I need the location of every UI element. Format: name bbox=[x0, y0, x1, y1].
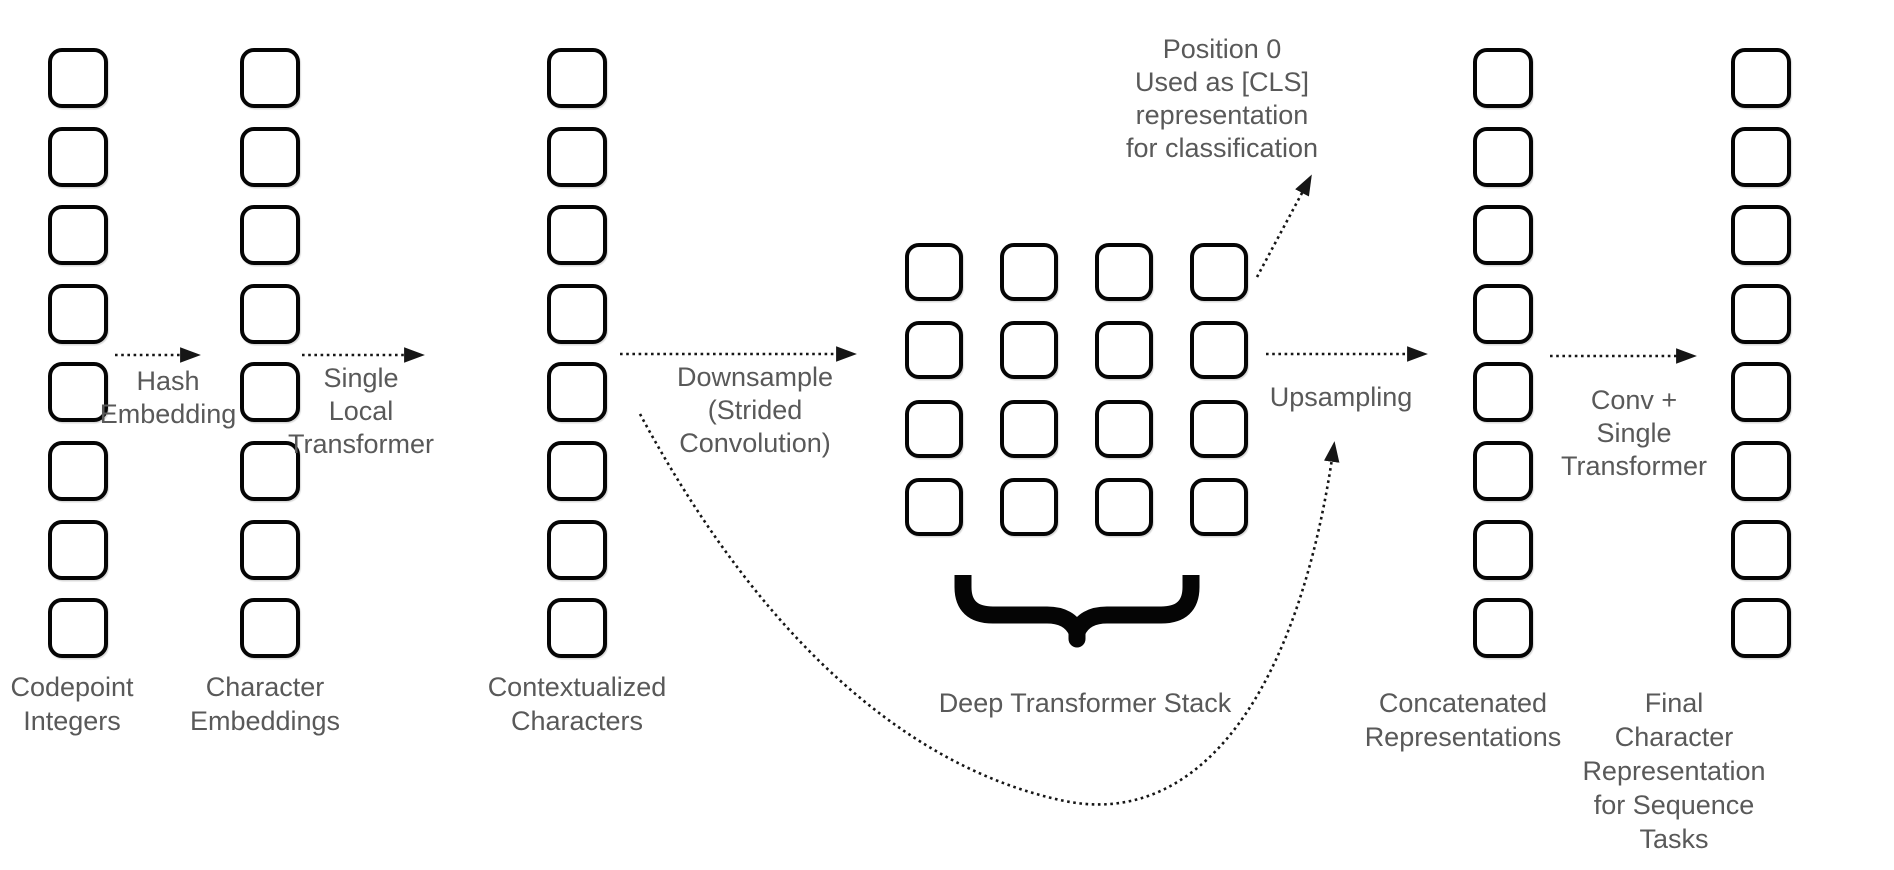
vector-box bbox=[547, 205, 607, 266]
column-concatenated-representations bbox=[1473, 48, 1533, 659]
vector-box bbox=[547, 519, 607, 580]
vector-box bbox=[1731, 48, 1791, 108]
label-cls-note: Position 0 Used as [CLS] representation … bbox=[1125, 34, 1319, 163]
column-character-embeddings bbox=[240, 48, 300, 659]
vector-box bbox=[1190, 477, 1248, 536]
vector-box bbox=[547, 598, 607, 659]
vector-box bbox=[1000, 243, 1058, 301]
vector-box bbox=[1095, 399, 1153, 458]
vector-box bbox=[48, 126, 108, 187]
vector-box bbox=[1000, 399, 1058, 458]
vector-box bbox=[905, 399, 963, 458]
label-hash-embedding: Hash Embedding bbox=[99, 366, 237, 429]
vector-box bbox=[48, 440, 108, 501]
vector-box bbox=[240, 126, 300, 187]
vector-box bbox=[48, 598, 108, 659]
column-codepoint-integers bbox=[48, 48, 108, 659]
vector-box bbox=[1473, 598, 1533, 659]
vector-box bbox=[240, 362, 300, 423]
deep-transformer-grid bbox=[905, 243, 1248, 536]
vector-box bbox=[905, 477, 963, 536]
vector-box bbox=[1731, 205, 1791, 266]
underbrace bbox=[954, 575, 1200, 648]
vector-box bbox=[1095, 477, 1153, 536]
label-final-representation: Final Character Representation for Seque… bbox=[1582, 688, 1766, 854]
vector-box bbox=[1190, 321, 1248, 380]
vector-box bbox=[48, 519, 108, 580]
vector-box bbox=[1731, 126, 1791, 187]
vector-box bbox=[547, 48, 607, 108]
label-downsample: Downsample (Strided Convolution) bbox=[676, 362, 834, 458]
vector-box bbox=[48, 362, 108, 423]
label-conv-single-transformer: Conv + Single Transformer bbox=[1560, 385, 1708, 481]
vector-box bbox=[547, 283, 607, 344]
column-final-representation bbox=[1731, 48, 1791, 659]
vector-box bbox=[547, 126, 607, 187]
vector-box bbox=[48, 283, 108, 344]
label-concatenated-representations: Concatenated Representations bbox=[1364, 688, 1562, 752]
vector-box bbox=[1731, 283, 1791, 344]
vector-box bbox=[547, 362, 607, 423]
vector-box bbox=[1190, 399, 1248, 458]
vector-box bbox=[1473, 362, 1533, 423]
vector-box bbox=[1000, 321, 1058, 380]
cls-position0-arrow bbox=[1255, 174, 1312, 278]
vector-box bbox=[240, 440, 300, 501]
vector-box bbox=[1473, 283, 1533, 344]
vector-box bbox=[1473, 440, 1533, 501]
underbrace-arc bbox=[954, 575, 1200, 641]
vector-box bbox=[905, 243, 963, 301]
vector-box bbox=[547, 440, 607, 501]
vector-box bbox=[905, 321, 963, 380]
vector-box bbox=[240, 205, 300, 266]
vector-box bbox=[1473, 126, 1533, 187]
vector-box bbox=[1731, 440, 1791, 501]
vector-box bbox=[48, 205, 108, 266]
vector-box bbox=[1731, 362, 1791, 423]
vector-box bbox=[1473, 205, 1533, 266]
label-deep-transformer-stack: Deep Transformer Stack bbox=[938, 688, 1232, 718]
vector-box bbox=[1731, 519, 1791, 580]
column-contextualized-characters bbox=[547, 48, 607, 659]
vector-box bbox=[1473, 519, 1533, 580]
vector-box bbox=[1095, 243, 1153, 301]
vector-box bbox=[1473, 48, 1533, 108]
label-character-embeddings: Character Embeddings bbox=[189, 672, 341, 736]
vector-box bbox=[240, 283, 300, 344]
vector-box bbox=[240, 519, 300, 580]
vector-box bbox=[1731, 598, 1791, 659]
vector-box bbox=[1095, 321, 1153, 380]
vector-box bbox=[240, 598, 300, 659]
label-contextualized-characters: Contextualized Characters bbox=[487, 672, 667, 736]
vector-box bbox=[1190, 243, 1248, 301]
vector-box bbox=[48, 48, 108, 108]
label-upsampling: Upsampling bbox=[1269, 382, 1413, 412]
vector-box bbox=[240, 48, 300, 108]
label-single-local-transformer: Single Local Transformer bbox=[287, 363, 435, 459]
label-codepoint-integers: Codepoint Integers bbox=[10, 672, 134, 736]
vector-box bbox=[1000, 477, 1058, 536]
